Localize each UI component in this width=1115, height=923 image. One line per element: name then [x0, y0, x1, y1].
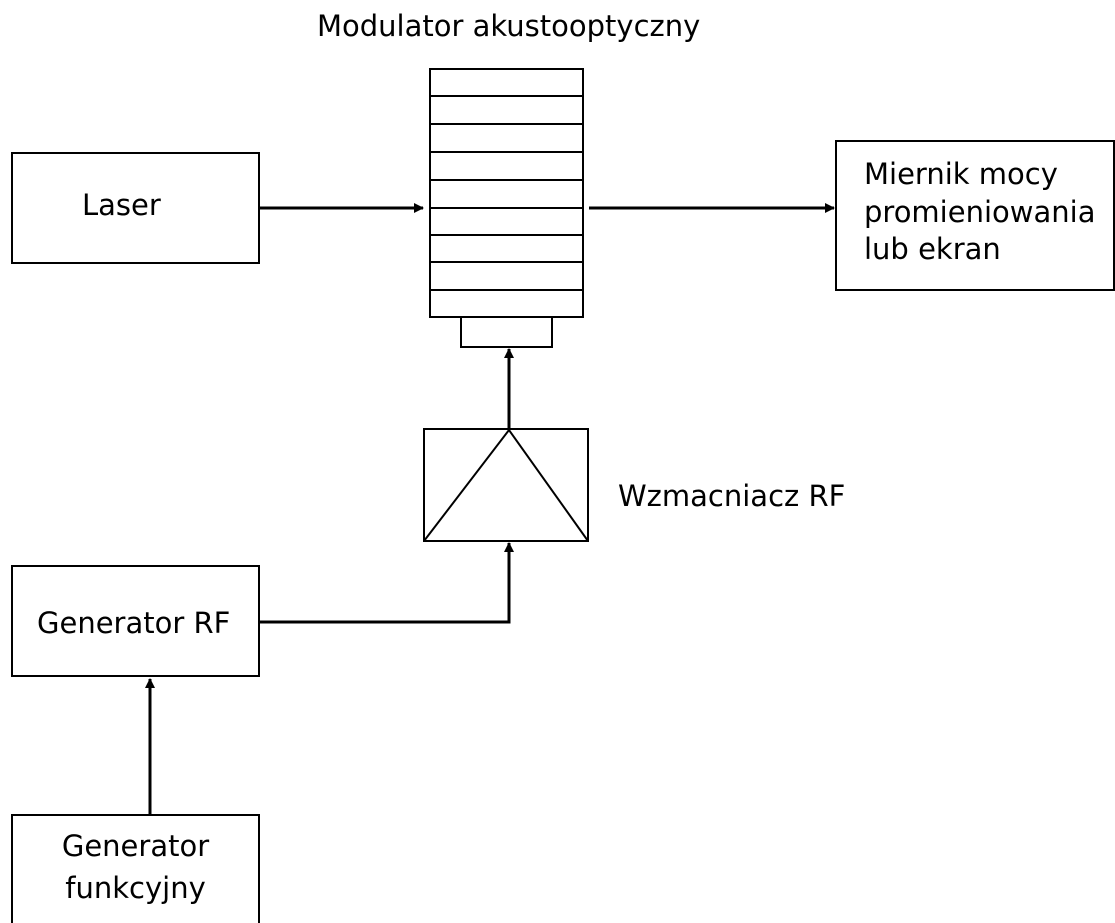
function-generator-label-line-2: funkcyjny: [65, 870, 206, 905]
meter-label: Miernik mocy promieniowania lub ekran: [864, 156, 1095, 269]
meter-label-line-3: lub ekran: [864, 232, 1001, 267]
amplifier-label: Wzmacniacz RF: [618, 479, 846, 513]
modulator-layers: [430, 95, 583, 291]
function-generator-label-line-1: Generator: [61, 829, 210, 863]
meter-box: [835, 140, 1115, 291]
modulator-body: [429, 68, 584, 318]
function-generator-box: [11, 814, 260, 923]
function-generator-label: Generator funkcyjny: [12, 828, 259, 907]
modulator-block: [429, 68, 584, 348]
rf-generator-label: Generator RF: [37, 606, 231, 640]
modulator-transducer: [460, 316, 553, 348]
modulator-label: Modulator akustooptyczny: [317, 9, 701, 43]
meter-label-line-1: Miernik mocy: [864, 157, 1058, 191]
amplifier-triangle-symbol: [423, 428, 589, 542]
arrow-rf-generator-to-amplifier: [259, 542, 514, 624]
laser-label: Laser: [82, 188, 161, 222]
amplifier-block: [423, 428, 589, 542]
meter-label-line-2: promieniowania: [864, 194, 1096, 229]
amplifier-box: [423, 428, 589, 542]
